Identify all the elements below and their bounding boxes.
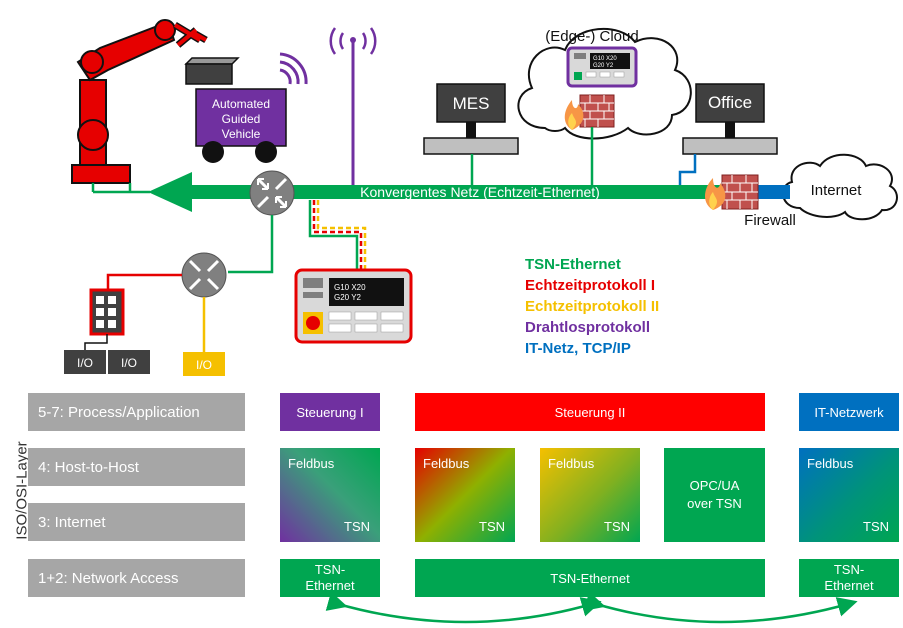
- feldbus-tsn-block-4: Feldbus TSN: [799, 448, 899, 542]
- agv-label-1: Automated: [212, 97, 270, 111]
- main-bus-arrow: [91, 172, 790, 212]
- opcua-block: OPC/UA over TSN: [664, 448, 765, 542]
- cloud-label: (Edge-) Cloud: [545, 28, 638, 45]
- cloud-firewall-icon: [564, 94, 615, 185]
- tsn-eth-3-line2: Ethernet: [824, 578, 874, 593]
- io-label-1: I/O: [77, 356, 93, 370]
- robot-arm-icon: [71, 19, 208, 184]
- io-box-3: [183, 352, 225, 376]
- tsn-eth-1-line1: TSN-: [314, 562, 346, 577]
- mes-label: MES: [453, 94, 490, 113]
- steuerung-2-box: Steuerung II: [415, 393, 765, 431]
- io-label-3: I/O: [196, 358, 212, 372]
- feldbus-tsn-block-2: Feldbus TSN: [415, 448, 515, 542]
- io-box-2: [108, 350, 150, 374]
- internet-cloud-icon: [782, 153, 898, 221]
- cloud-controller-icon: [566, 46, 638, 88]
- agv-label-3: Vehicle: [222, 127, 261, 141]
- feldbus-label-4: Feldbus: [807, 456, 854, 471]
- plc-controller-icon: [294, 268, 413, 344]
- opcua-line1: OPC/UA: [689, 478, 740, 493]
- tsn-link-arrows: [325, 591, 858, 624]
- antenna-icon: [329, 27, 377, 185]
- feldbus-tsn-block-3: Feldbus TSN: [540, 448, 640, 542]
- tsn-label-3: TSN: [604, 519, 630, 534]
- plc-line1: G10 X20: [334, 283, 366, 292]
- cloud-plc-line1: G10 X20: [593, 56, 617, 62]
- tsn-ethernet-box-2: TSN-Ethernet: [415, 559, 765, 597]
- feldbus-label-2: Feldbus: [423, 456, 470, 471]
- link-switch2-io-rack: [106, 273, 182, 290]
- legend-tsn: TSN-Ethernet: [525, 256, 621, 273]
- link-switch1-switch2: [228, 215, 274, 274]
- feldbus-label-1: Feldbus: [288, 456, 335, 471]
- io-label-2: I/O: [121, 356, 137, 370]
- tsn-eth-1-line2: Ethernet: [305, 578, 355, 593]
- tsn-label-4: TSN: [863, 519, 889, 534]
- internet-label: Internet: [811, 182, 863, 199]
- plc-line2: G20 Y2: [334, 293, 362, 302]
- agv-label-2: Guided: [222, 112, 261, 126]
- firewall-icon: [705, 174, 759, 210]
- osi-layer-application: 5-7: Process/Application: [28, 393, 245, 431]
- tsn-label-1: TSN: [344, 519, 370, 534]
- io-rack-icon: [84, 288, 125, 350]
- tsn-eth-3-line1: TSN-: [833, 562, 865, 577]
- osi-layer-network: 1+2: Network Access: [28, 559, 245, 597]
- legend-it: IT-Netz, TCP/IP: [525, 340, 631, 357]
- feldbus-label-3: Feldbus: [548, 456, 595, 471]
- switch-2-icon: [181, 252, 227, 298]
- io-box-1: [64, 350, 106, 374]
- office-label: Office: [708, 93, 752, 112]
- bus-label: Konvergentes Netz (Echtzeit-Ethernet): [360, 184, 600, 200]
- mes-computer-icon: [423, 83, 519, 185]
- protocol-legend: TSN-Ethernet Echtzeitprotokoll I Echtzei…: [525, 254, 659, 359]
- switch-1-icon: [249, 170, 295, 216]
- osi-layer-internet: 3: Internet: [28, 503, 245, 541]
- steuerung-1-box: Steuerung I: [280, 393, 380, 431]
- it-netzwerk-box: IT-Netzwerk: [799, 393, 899, 431]
- feldbus-tsn-block-1: Feldbus TSN: [280, 448, 380, 542]
- tsn-ethernet-box-3: TSN- Ethernet: [799, 559, 899, 597]
- link-plc-realtime: [308, 200, 367, 270]
- cloud-plc-line2: G20 Y2: [593, 63, 614, 69]
- office-computer-icon: [678, 83, 778, 185]
- tsn-ethernet-box-1: TSN- Ethernet: [280, 559, 380, 597]
- agv-icon: [184, 52, 308, 163]
- tsn-label-2: TSN: [479, 519, 505, 534]
- legend-rt2: Echtzeitprotokoll II: [525, 298, 660, 315]
- osi-layer-host: 4: Host-to-Host: [28, 448, 245, 486]
- firewall-label: Firewall: [744, 212, 796, 229]
- opcua-line2: over TSN: [687, 496, 742, 511]
- legend-rt1: Echtzeitprotokoll I: [525, 277, 656, 294]
- legend-wireless: Drahtlosprotokoll: [525, 319, 651, 336]
